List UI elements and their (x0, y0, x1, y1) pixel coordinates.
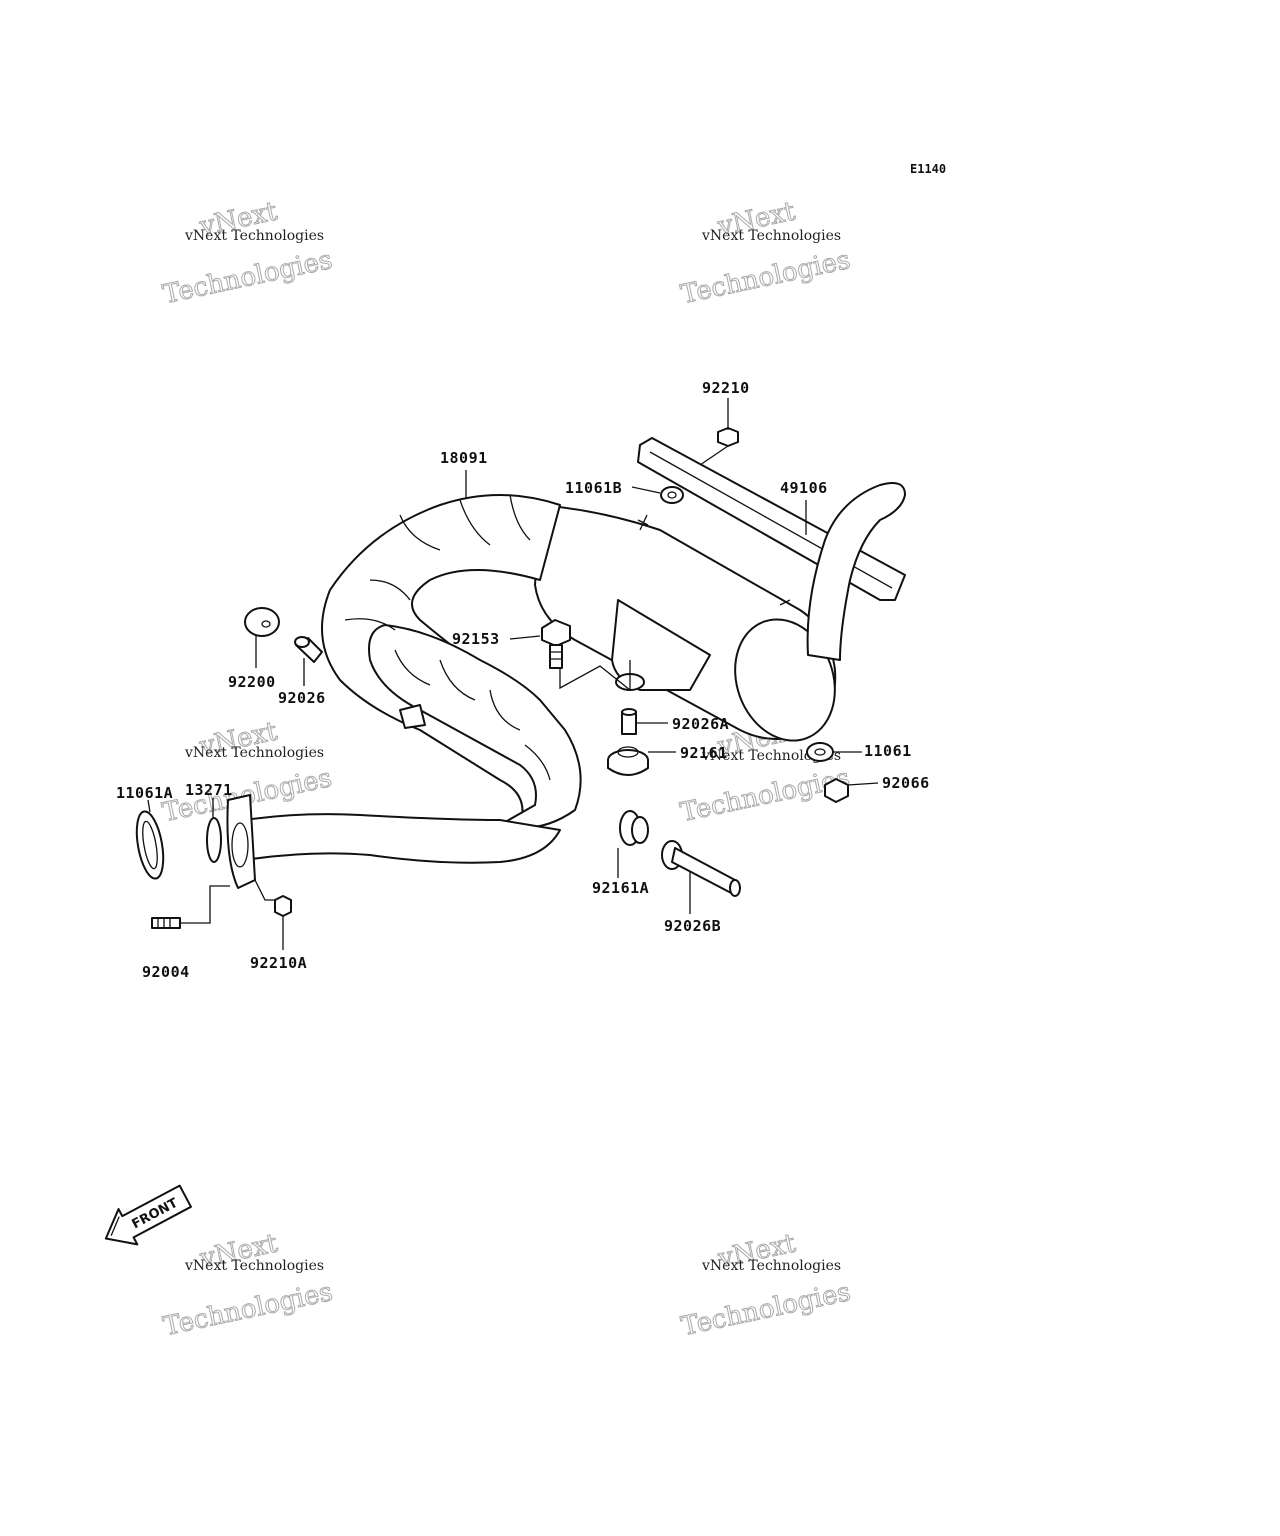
washer-92200 (244, 607, 280, 637)
collar-92026 (294, 636, 323, 663)
nut-92210a (274, 895, 292, 917)
callout-49106: 49106 (780, 479, 828, 497)
svg-text:vNext Technologies: vNext Technologies (184, 1258, 324, 1274)
exhaust-pipe (226, 494, 582, 889)
svg-text:vNext Technologies: vNext Technologies (184, 745, 324, 761)
watermark-bottom-left: vNext vNext Technologies Technologies (160, 1228, 336, 1343)
callout-92026: 92026 (278, 689, 326, 707)
front-direction-arrow: FRONT (104, 1184, 192, 1246)
callout-92004: 92004 (142, 963, 190, 981)
svg-text:Technologies: Technologies (678, 245, 853, 310)
callout-92200: 92200 (228, 673, 276, 691)
callout-92153: 92153 (452, 630, 500, 648)
diagram-code: E1140 (910, 162, 946, 176)
callout-11061a: 11061A (116, 784, 173, 802)
leader-lines (147, 398, 879, 950)
svg-text:Technologies: Technologies (679, 1277, 854, 1342)
svg-text:vNext Technologies: vNext Technologies (701, 1258, 841, 1274)
gasket-11061b (660, 486, 684, 504)
gasket-11061 (806, 742, 834, 762)
callout-92066: 92066 (882, 774, 930, 792)
bolt-92153 (541, 619, 571, 669)
grommet-92161 (607, 746, 649, 776)
callout-92210: 92210 (702, 379, 750, 397)
callout-92210a: 92210A (250, 954, 307, 972)
nut-92210 (717, 427, 739, 447)
callout-92026b: 92026B (664, 917, 721, 935)
callout-92026a: 92026A (672, 715, 729, 733)
callout-18091: 18091 (440, 449, 488, 467)
callout-11061b: 11061B (565, 479, 622, 497)
collar-92026a (621, 708, 637, 735)
watermark-top-right: vNext vNext Technologies Technologies (678, 196, 854, 311)
stud-92004 (151, 917, 181, 929)
muffler-body (534, 482, 906, 742)
callout-11061: 11061 (864, 742, 912, 760)
watermark-top-left: vNext vNext Technologies Technologies (160, 196, 336, 311)
callout-92161a: 92161A (592, 879, 649, 897)
nut-92066 (824, 778, 849, 803)
svg-text:Technologies: Technologies (160, 245, 335, 310)
callout-13271: 13271 (185, 781, 233, 799)
collar-92026b (661, 840, 741, 897)
gasket-11061a (135, 810, 165, 880)
watermark-bottom-right: vNext vNext Technologies Technologies (678, 1228, 854, 1343)
svg-text:vNext Technologies: vNext Technologies (701, 228, 841, 244)
svg-text:vNext Technologies: vNext Technologies (184, 228, 324, 244)
grommet-92161a (619, 810, 649, 846)
callout-92161: 92161 (680, 744, 728, 762)
svg-text:Technologies: Technologies (161, 1277, 336, 1342)
gasket-13271 (206, 817, 222, 863)
